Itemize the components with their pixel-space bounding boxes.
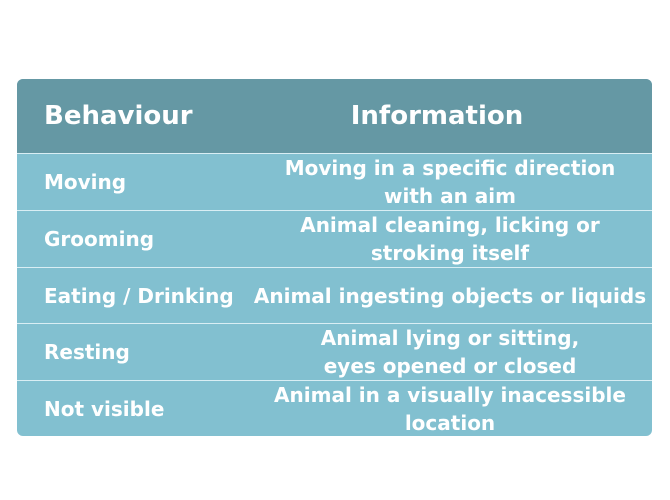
information-cell: Animal ingesting objects or liquids	[253, 283, 647, 308]
information-cell: Animal cleaning, licking or stroking its…	[300, 213, 600, 265]
table-row: Grooming Animal cleaning, licking or str…	[17, 210, 652, 267]
table-row: Resting Animal lying or sitting, eyes op…	[17, 323, 652, 380]
header-behaviour: Behaviour	[44, 101, 193, 131]
information-cell: Moving in a specific direction with an a…	[284, 156, 616, 208]
table-row: Not visible Animal in a visually inacess…	[17, 380, 652, 436]
behaviour-cell: Grooming	[44, 227, 155, 251]
behaviour-table: Behaviour Information Moving Moving in a…	[17, 79, 652, 436]
information-cell: Animal in a visually inacessible locatio…	[274, 382, 626, 435]
behaviour-cell: Resting	[44, 340, 130, 364]
header-information: Information	[350, 101, 524, 131]
table-row: Moving Moving in a specific direction wi…	[17, 153, 652, 210]
information-cell: Animal lying or sitting, eyes opened or …	[320, 326, 580, 378]
behaviour-cell: Not visible	[44, 396, 165, 421]
table-header-row: Behaviour Information	[17, 79, 652, 153]
table-row: Eating / Drinking Animal ingesting objec…	[17, 267, 652, 323]
behaviour-cell: Eating / Drinking	[44, 283, 234, 308]
behaviour-cell: Moving	[44, 170, 127, 194]
